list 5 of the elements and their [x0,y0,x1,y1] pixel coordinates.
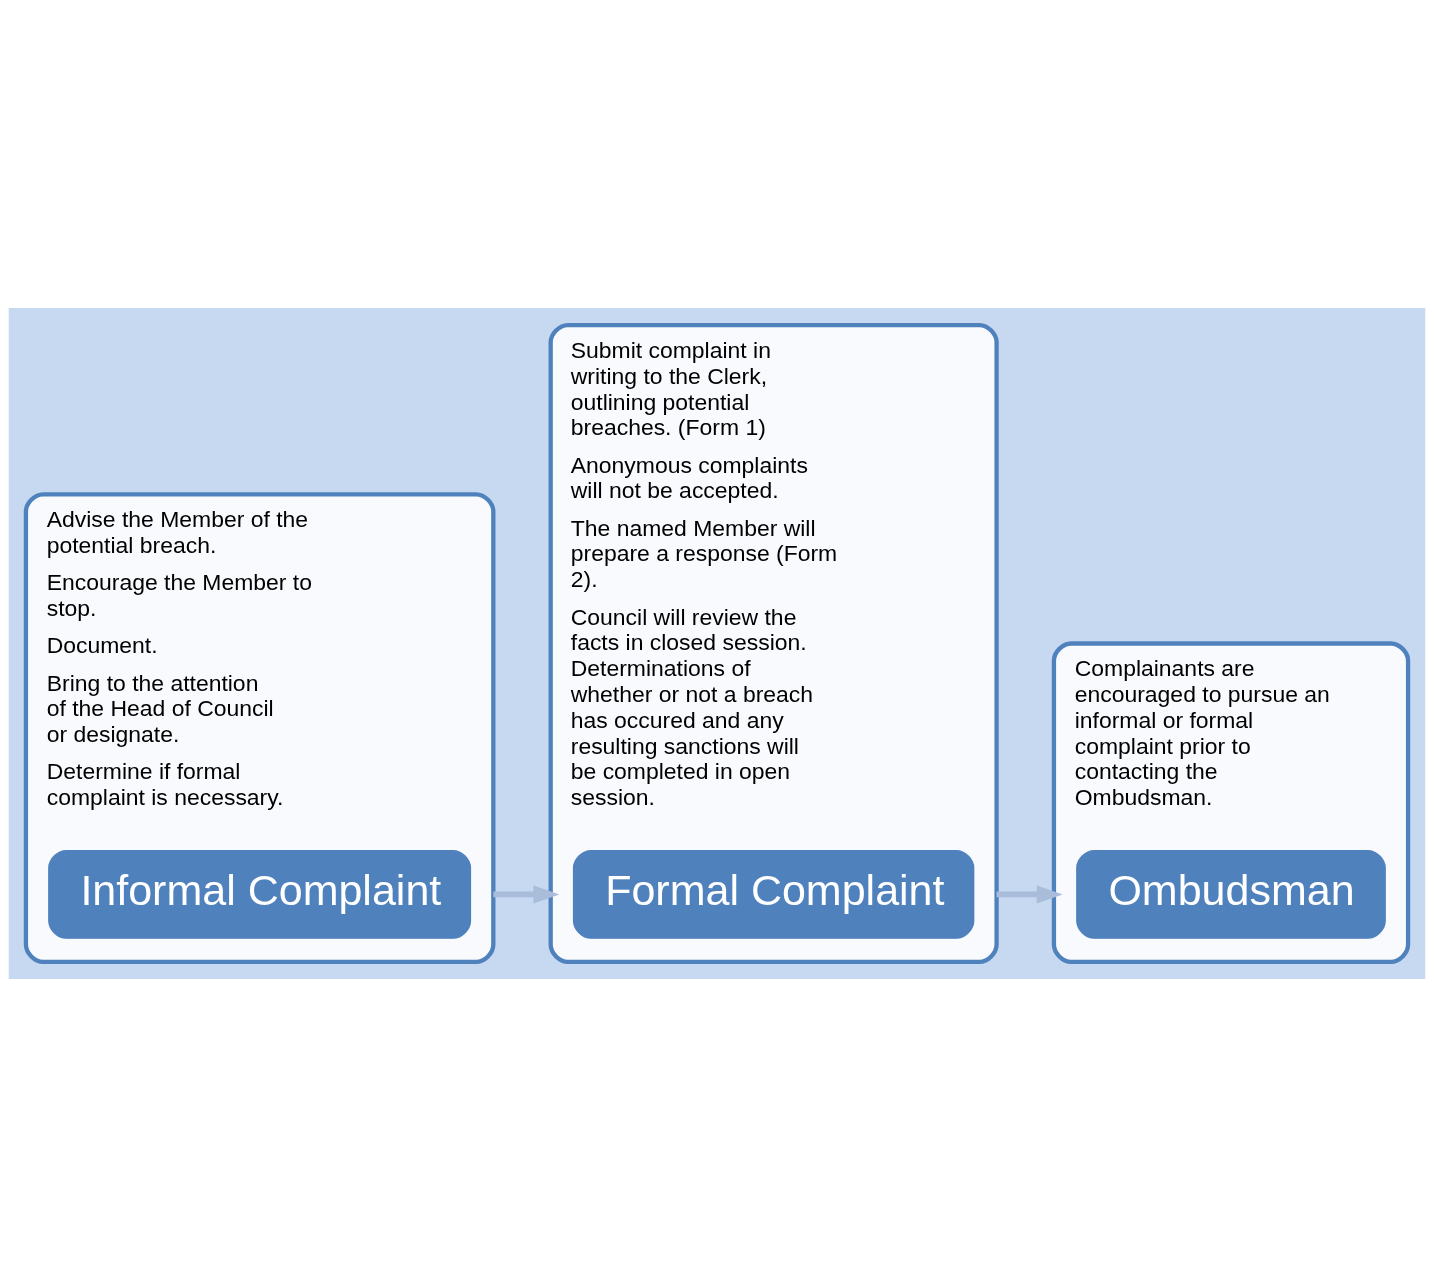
arrow [996,885,1063,904]
node-box: Formal Complaint [572,849,975,939]
node-box: Ombudsman [1076,849,1386,939]
arrow [493,885,560,904]
node-box: Informal Complaint [48,849,472,939]
